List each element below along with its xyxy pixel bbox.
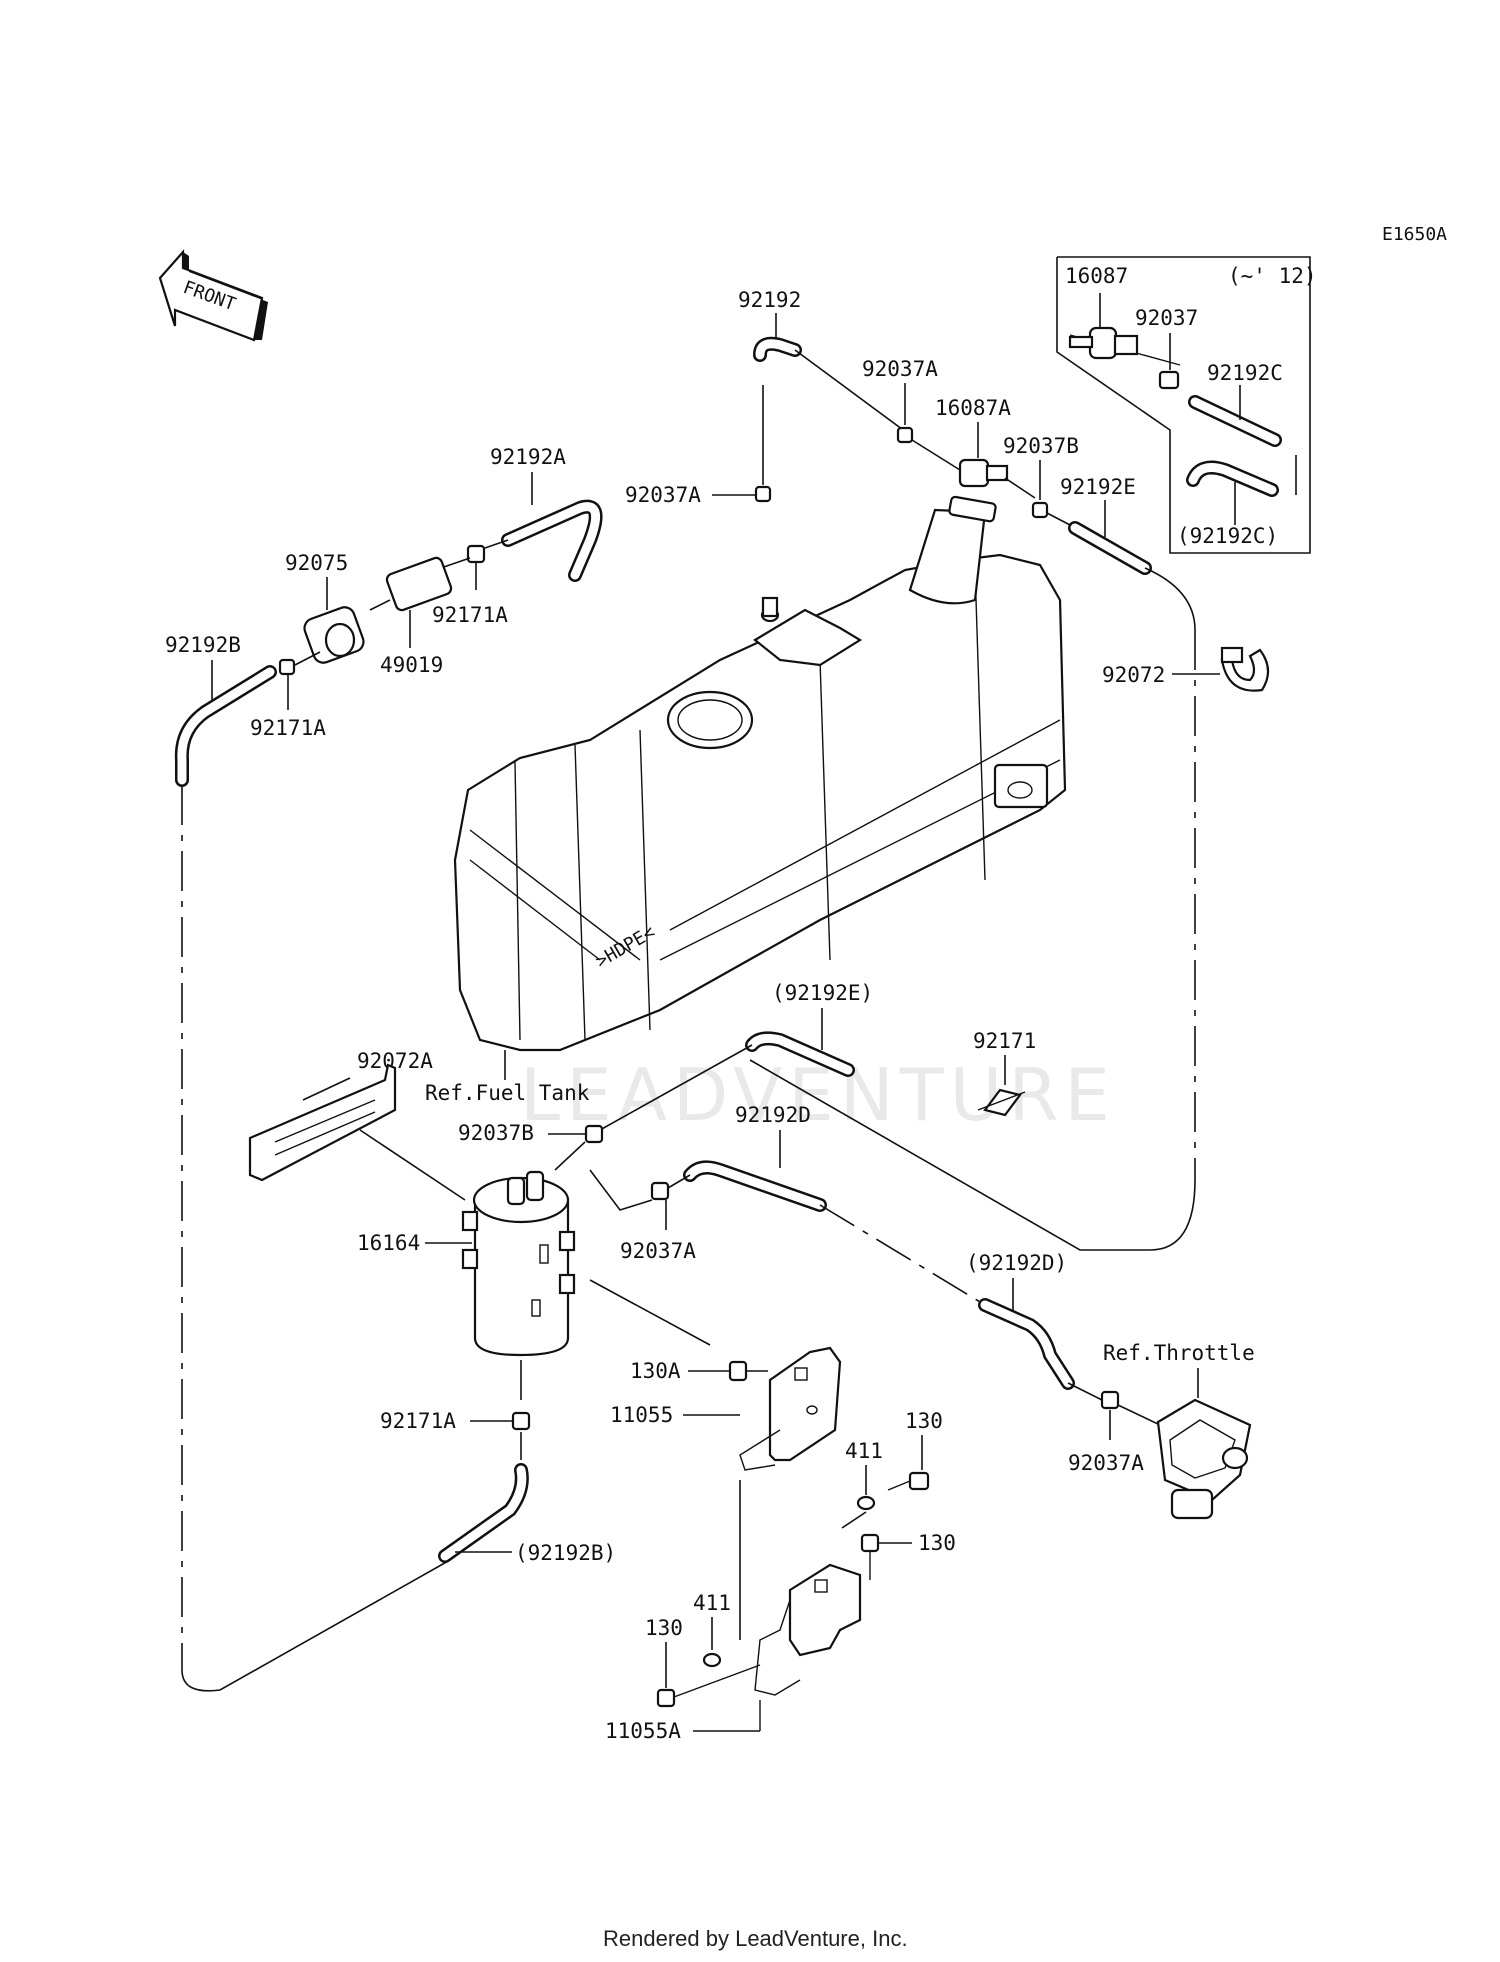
- label-130-b: 130: [918, 1531, 956, 1555]
- label-11055: 11055: [610, 1403, 673, 1427]
- hose-92192d-icon: [683, 1160, 827, 1212]
- hose-92192c-straight-icon: [1188, 395, 1282, 447]
- label-130a: 130A: [630, 1359, 681, 1383]
- bolt-130a-icon: [728, 1360, 768, 1382]
- label-92037b-top: 92037B: [1003, 434, 1079, 458]
- bolt-130-a-icon: [887, 1471, 930, 1491]
- hose-92192b-lower-icon: [438, 1463, 529, 1563]
- label-92037a-canister: 92037A: [620, 1239, 696, 1263]
- inset-92192c-paren-label: (92192C): [1177, 524, 1278, 548]
- label-92037a-left: 92037A: [625, 483, 701, 507]
- label-92171: 92171: [973, 1029, 1036, 1053]
- inset-qualifier: (~' 12): [1228, 264, 1317, 288]
- label-16164: 16164: [357, 1231, 420, 1255]
- clamp-92072-icon: [1220, 646, 1270, 692]
- clip-92171-icon: [977, 1088, 1026, 1117]
- clamp-92171a-bottom-icon: [511, 1411, 531, 1431]
- label-92192e: 92192E: [1060, 475, 1136, 499]
- hose-clamp-92037-icon: [1158, 370, 1180, 390]
- clamp-92171a-low-icon: [278, 658, 296, 676]
- fuel-filter-49019-icon: [369, 556, 471, 612]
- label-11055a: 11055A: [605, 1719, 681, 1743]
- ref-fuel-tank-label: Ref.Fuel Tank: [425, 1081, 590, 1105]
- label-92037a-top: 92037A: [862, 357, 938, 381]
- hose-92192e-icon: [1068, 521, 1152, 575]
- inset-92192c-label: 92192C: [1207, 361, 1283, 385]
- label-92192b: 92192B: [165, 633, 241, 657]
- clamp-92171a-mid-icon: [466, 544, 486, 564]
- throttle-body-icon: [1156, 1398, 1252, 1520]
- hose-92192-icon: [753, 336, 802, 362]
- strap-92072a-icon: [248, 1063, 397, 1182]
- label-92037a-throttle: 92037A: [1068, 1451, 1144, 1475]
- clamp-92037b-low-icon: [584, 1124, 604, 1144]
- label-411-a: 411: [845, 1439, 883, 1463]
- label-92192d: 92192D: [735, 1103, 811, 1127]
- vent-valve-16087-icon: [1068, 293, 1181, 366]
- inset-box: 16087 (~' 12) 92037 92192C (92192C): [1056, 256, 1317, 554]
- fuel-tank: >HDPE<: [453, 495, 1067, 1052]
- clamp-92037a-top-icon: [896, 426, 914, 444]
- hose-92192d-lower-icon: [978, 1298, 1075, 1390]
- label-92192: 92192: [738, 288, 801, 312]
- hose-92192e-lower-icon: [745, 1031, 855, 1077]
- washer-411-b-icon: [702, 1652, 722, 1668]
- label-92075: 92075: [285, 551, 348, 575]
- clamp-92075-icon: [303, 606, 365, 664]
- label-411-b: 411: [693, 1591, 731, 1615]
- ref-throttle-label: Ref.Throttle: [1103, 1341, 1255, 1365]
- clamp-92037a-throttle-icon: [1100, 1390, 1120, 1410]
- bolt-130-b-icon: [860, 1533, 880, 1580]
- label-130-c: 130: [645, 1616, 683, 1640]
- bracket-11055-icon: [739, 1346, 842, 1471]
- diagram-code: E1650A: [1382, 224, 1447, 245]
- hose-92192a-icon: [501, 499, 603, 582]
- clamp-92037a-canister-icon: [650, 1181, 670, 1201]
- clamp-92037b-top-icon: [1031, 501, 1049, 519]
- bolt-130-c-icon: [656, 1664, 761, 1708]
- label-92171a-bottom: 92171A: [380, 1409, 456, 1433]
- washer-411-a-icon: [856, 1495, 876, 1511]
- vent-valve-16087a-icon: [958, 458, 1009, 488]
- front-arrow-icon: FRONT: [158, 249, 268, 342]
- inset-16087-label: 16087: [1065, 264, 1128, 288]
- label-16087a: 16087A: [935, 396, 1011, 420]
- hose-92192b-icon: [174, 665, 277, 787]
- label-92192a: 92192A: [490, 445, 566, 469]
- clamp-92037a-left-icon: [754, 485, 772, 503]
- label-49019: 49019: [380, 653, 443, 677]
- label-92171a-mid: 92171A: [432, 603, 508, 627]
- bracket-11055a-icon: [754, 1563, 862, 1696]
- label-130-a: 130: [905, 1409, 943, 1433]
- label-92037b-low: 92037B: [458, 1121, 534, 1145]
- label-92072: 92072: [1102, 663, 1165, 687]
- label-92192e-paren: (92192E): [772, 981, 873, 1005]
- label-92171a-low: 92171A: [250, 716, 326, 740]
- label-92192b-paren: (92192B): [515, 1541, 616, 1565]
- footer-text: Rendered by LeadVenture, Inc.: [603, 1926, 908, 1951]
- canister-16164: [461, 1170, 576, 1357]
- hose-92192c-bent-icon: [1186, 460, 1279, 497]
- label-92192d-paren: (92192D): [966, 1251, 1067, 1275]
- inset-92037-label: 92037: [1135, 306, 1198, 330]
